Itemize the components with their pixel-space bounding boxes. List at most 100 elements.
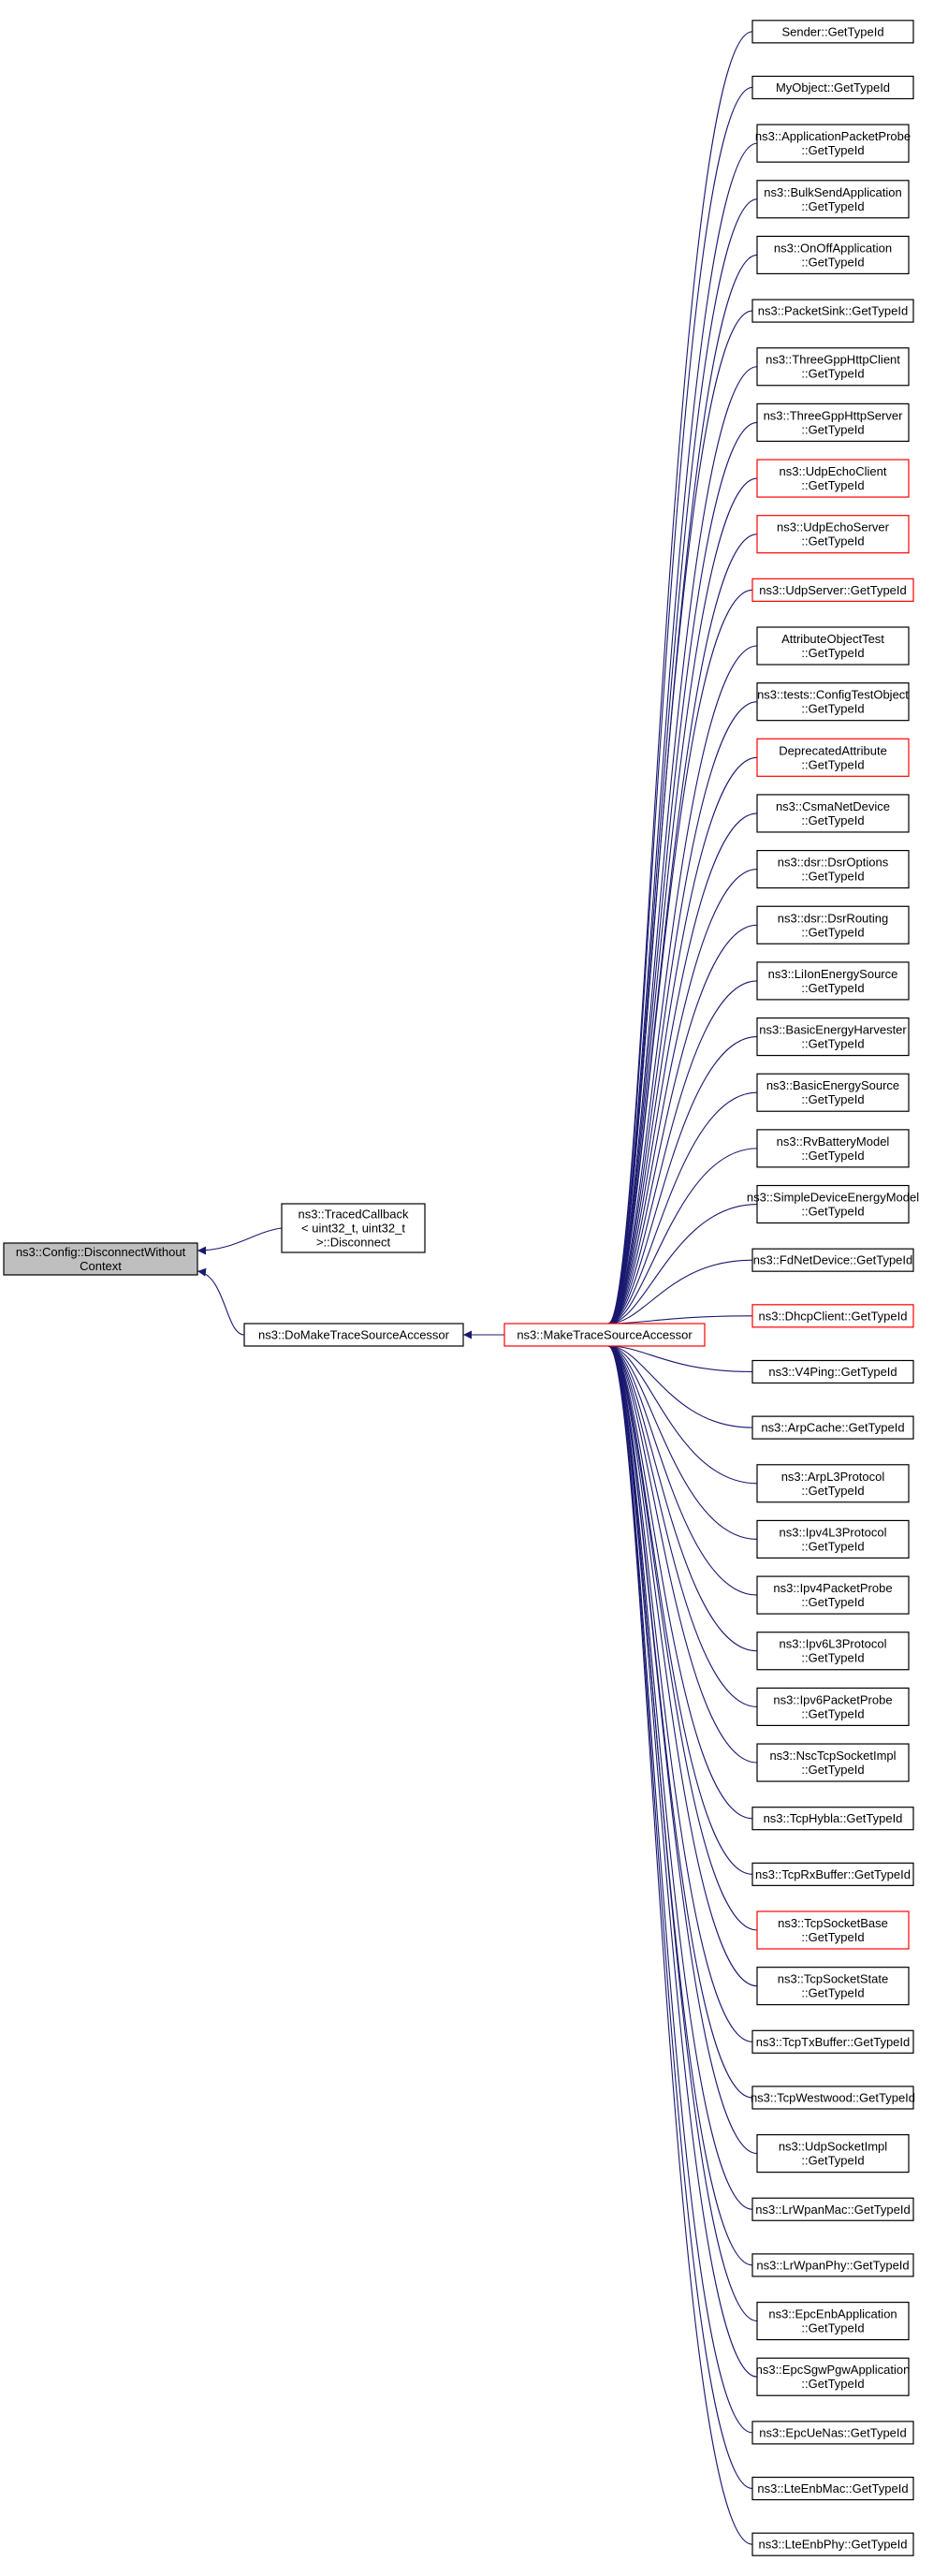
node-ns3-tcptxbuffer-gettypeid[interactable]: ns3::TcpTxBuffer::GetTypeId	[751, 2029, 914, 2054]
node-ns3-ipv4packetprobe-gettypeid-label: ::GetTypeId	[801, 1595, 864, 1609]
node-ns3-arpl3protocol-gettypeid[interactable]: ns3::ArpL3Protocol::GetTypeId	[756, 1464, 910, 1503]
node-ns3-threegpphttpserver-gettypeid-label: ::GetTypeId	[801, 422, 864, 436]
node-ns3-epcuenas-gettypeid-box	[751, 2421, 914, 2445]
node-ns3-dsr-dsroptions-gettypeid[interactable]: ns3::dsr::DsrOptions::GetTypeId	[756, 850, 910, 889]
node-ns3-rvbatterymodel-gettypeid[interactable]: ns3::RvBatteryModel::GetTypeId	[756, 1129, 910, 1168]
node-ns3-nsctcpsocketimpl-gettypeid[interactable]: ns3::NscTcpSocketImpl::GetTypeId	[756, 1743, 910, 1782]
node-ns3-tcprxbuffer-gettypeid-label: ns3::TcpRxBuffer::GetTypeId	[755, 1867, 911, 1881]
edge-ns3-epcsgwpgwapplication-gettypeid-to-hub	[607, 1341, 758, 2378]
node-ns3-ipv4packetprobe-gettypeid[interactable]: ns3::Ipv4PacketProbe::GetTypeId	[756, 1575, 910, 1615]
node-ns3-tests-configtestobject-gettypeid-label: ::GetTypeId	[801, 702, 864, 716]
node-sender-gettypeid-box	[751, 20, 914, 44]
node-ns3-lteenbmac-gettypeid[interactable]: ns3::LteEnbMac::GetTypeId	[751, 2476, 914, 2501]
node-ns3-ipv6l3protocol-gettypeid[interactable]: ns3::Ipv6L3Protocol::GetTypeId	[756, 1632, 910, 1671]
node-ns3-tests-configtestobject-gettypeid[interactable]: ns3::tests::ConfigTestObject::GetTypeId	[756, 682, 910, 722]
node-ns3-onoffapplication-gettypeid[interactable]: ns3::OnOffApplication::GetTypeId	[756, 235, 910, 275]
node-ns3-v4ping-gettypeid-label: ns3::V4Ping::GetTypeId	[768, 1365, 897, 1379]
node-ns3-epcsgwpgwapplication-gettypeid-box	[756, 2357, 910, 2396]
node-ns3-dhcpclient-gettypeid-box	[751, 1304, 914, 1328]
edge-deprecatedattribute-gettypeid-to-hub	[607, 756, 758, 1328]
node-ns3-ipv6l3protocol-gettypeid-label: ::GetTypeId	[801, 1651, 864, 1665]
node-ns3-lrwpanphy-gettypeid[interactable]: ns3::LrWpanPhy::GetTypeId	[751, 2253, 914, 2277]
node-ns3-arpcache-gettypeid[interactable]: ns3::ArpCache::GetTypeId	[751, 1415, 914, 1440]
node-ns3-threegpphttpclient-gettypeid[interactable]: ns3::ThreeGppHttpClient::GetTypeId	[756, 347, 910, 387]
edges	[197, 31, 758, 2545]
node-ns3-csmanetdevice-gettypeid[interactable]: ns3::CsmaNetDevice::GetTypeId	[756, 794, 910, 833]
node-ns3-v4ping-gettypeid-box	[751, 1359, 914, 1384]
node-myobject-gettypeid[interactable]: MyObject::GetTypeId	[751, 75, 914, 100]
node-ns3-udpsocketimpl-gettypeid-box	[756, 2134, 910, 2174]
node-ns3-tcphybla-gettypeid[interactable]: ns3::TcpHybla::GetTypeId	[751, 1807, 914, 1831]
node-ns3-lrwpanphy-gettypeid-label: ns3::LrWpanPhy::GetTypeId	[756, 2258, 909, 2272]
node-traced-callback-disconnect[interactable]: ns3::TracedCallback< uint32_t, uint32_t>…	[281, 1203, 426, 1253]
node-make-trace-source-accessor[interactable]: ns3::MakeTraceSourceAccessor	[503, 1323, 706, 1347]
node-ns3-ipv4packetprobe-gettypeid-label: ns3::Ipv4PacketProbe	[773, 1581, 892, 1595]
node-ns3-threegpphttpserver-gettypeid[interactable]: ns3::ThreeGppHttpServer::GetTypeId	[756, 402, 910, 442]
node-ns3-basicenergysource-gettypeid[interactable]: ns3::BasicEnergySource::GetTypeId	[756, 1073, 910, 1112]
node-ns3-simpledeviceenergymodel-gettypeid[interactable]: ns3::SimpleDeviceEnergyModel::GetTypeId	[747, 1184, 919, 1224]
node-ns3-basicenergyharvester-gettypeid-label: ::GetTypeId	[801, 1037, 864, 1051]
node-ns3-tcpsocketstate-gettypeid[interactable]: ns3::TcpSocketState::GetTypeId	[756, 1967, 910, 2006]
node-ns3-udpserver-gettypeid[interactable]: ns3::UdpServer::GetTypeId	[751, 578, 914, 602]
node-ns3-csmanetdevice-gettypeid-box	[756, 794, 910, 833]
node-ns3-ipv4l3protocol-gettypeid[interactable]: ns3::Ipv4L3Protocol::GetTypeId	[756, 1519, 910, 1559]
node-ns3-lteenbphy-gettypeid[interactable]: ns3::LteEnbPhy::GetTypeId	[751, 2532, 914, 2556]
node-ns3-udpsocketimpl-gettypeid[interactable]: ns3::UdpSocketImpl::GetTypeId	[756, 2134, 910, 2174]
edge-ns3-packetsink-gettypeid-to-hub	[607, 310, 753, 1328]
node-ns3-udpechoserver-gettypeid[interactable]: ns3::UdpEchoServer::GetTypeId	[756, 515, 910, 554]
node-ns3-basicenergyharvester-gettypeid-box	[756, 1017, 910, 1057]
node-ns3-udpechoclient-gettypeid-label: ns3::UdpEchoClient	[780, 464, 887, 478]
edge-ns3-lteenbphy-gettypeid-to-hub	[607, 1341, 753, 2545]
node-ns3-liionenergysource-gettypeid[interactable]: ns3::LiIonEnergySource::GetTypeId	[756, 961, 910, 1001]
node-attributeobjecttest-gettypeid[interactable]: AttributeObjectTest::GetTypeId	[756, 626, 910, 666]
edge-ns3-epcuenas-gettypeid-to-hub	[607, 1341, 753, 2434]
edge-ns3-udpsocketimpl-gettypeid-to-hub	[607, 1341, 758, 2155]
node-ns3-tcptxbuffer-gettypeid-label: ns3::TcpTxBuffer::GetTypeId	[756, 2035, 911, 2049]
node-myobject-gettypeid-label: MyObject::GetTypeId	[776, 80, 890, 95]
node-ns3-lrwpanmac-gettypeid[interactable]: ns3::LrWpanMac::GetTypeId	[751, 2197, 914, 2221]
node-ns3-epcsgwpgwapplication-gettypeid-label: ns3::EpcSgwPgwApplication	[756, 2363, 911, 2377]
node-ns3-ipv6packetprobe-gettypeid[interactable]: ns3::Ipv6PacketProbe::GetTypeId	[756, 1687, 910, 1726]
edge-ns3-fdnetdevice-gettypeid-to-hub	[607, 1259, 753, 1328]
edge-ns3-tcprxbuffer-gettypeid-to-hub	[607, 1341, 753, 1875]
node-ns3-lteenbphy-gettypeid-box	[751, 2532, 914, 2556]
node-ns3-dhcpclient-gettypeid[interactable]: ns3::DhcpClient::GetTypeId	[751, 1304, 914, 1328]
node-ns3-threegpphttpclient-gettypeid-label: ns3::ThreeGppHttpClient	[766, 353, 900, 367]
node-ns3-tcpsocketbase-gettypeid[interactable]: ns3::TcpSocketBase::GetTypeId	[756, 1910, 910, 1950]
node-sender-gettypeid[interactable]: Sender::GetTypeId	[751, 20, 914, 44]
node-ns3-simpledeviceenergymodel-gettypeid-label: ::GetTypeId	[801, 1205, 864, 1219]
node-domake-trace-source-accessor[interactable]: ns3::DoMakeTraceSourceAccessor	[243, 1323, 464, 1347]
node-ns3-rvbatterymodel-gettypeid-label: ns3::RvBatteryModel	[777, 1134, 890, 1149]
node-traced-callback-disconnect-label: >::Disconnect	[316, 1236, 391, 1250]
node-ns3-epcenbapplication-gettypeid[interactable]: ns3::EpcEnbApplication::GetTypeId	[756, 2301, 910, 2341]
node-ns3-udpechoclient-gettypeid[interactable]: ns3::UdpEchoClient::GetTypeId	[756, 459, 910, 498]
edge-ns3-arpcache-gettypeid-to-hub	[607, 1341, 753, 1428]
node-deprecatedattribute-gettypeid[interactable]: DeprecatedAttribute::GetTypeId	[756, 738, 910, 777]
node-ns3-applicationpacketprobe-gettypeid[interactable]: ns3::ApplicationPacketProbe::GetTypeId	[755, 124, 911, 163]
node-ns3-tcpsocketstate-gettypeid-label: ns3::TcpSocketState	[778, 1972, 889, 1986]
node-ns3-lrwpanphy-gettypeid-box	[751, 2253, 914, 2277]
node-ns3-dsr-dsrrouting-gettypeid[interactable]: ns3::dsr::DsrRouting::GetTypeId	[756, 905, 910, 944]
node-ns3-v4ping-gettypeid[interactable]: ns3::V4Ping::GetTypeId	[751, 1359, 914, 1384]
node-ns3-epcuenas-gettypeid[interactable]: ns3::EpcUeNas::GetTypeId	[751, 2421, 914, 2445]
node-ns3-dsr-dsroptions-gettypeid-label: ::GetTypeId	[801, 870, 864, 884]
edge-sender-gettypeid-to-hub	[607, 31, 753, 1328]
node-ns3-dsr-dsroptions-gettypeid-label: ns3::dsr::DsrOptions	[778, 856, 889, 870]
node-ns3-epcsgwpgwapplication-gettypeid[interactable]: ns3::EpcSgwPgwApplication::GetTypeId	[756, 2357, 911, 2396]
edge-ns3-dsr-dsroptions-gettypeid-to-hub	[607, 869, 758, 1328]
node-ns3-packetsink-gettypeid[interactable]: ns3::PacketSink::GetTypeId	[751, 299, 914, 323]
node-ns3-tcpwestwood-gettypeid[interactable]: ns3::TcpWestwood::GetTypeId	[751, 2086, 915, 2110]
node-ns3-arpcache-gettypeid-box	[751, 1415, 914, 1440]
node-ns3-fdnetdevice-gettypeid[interactable]: ns3::FdNetDevice::GetTypeId	[751, 1248, 914, 1272]
edge-ns3-ipv4l3protocol-gettypeid-to-hub	[607, 1341, 758, 1540]
node-ns3-udpechoserver-gettypeid-label: ::GetTypeId	[801, 534, 864, 549]
edge-ns3-tests-configtestobject-gettypeid-to-hub	[607, 701, 758, 1328]
node-ns3-ipv6l3protocol-gettypeid-box	[756, 1632, 910, 1671]
node-ns3-basicenergyharvester-gettypeid[interactable]: ns3::BasicEnergyHarvester::GetTypeId	[756, 1017, 910, 1057]
node-ns3-bulksendapplication-gettypeid[interactable]: ns3::BulkSendApplication::GetTypeId	[756, 180, 910, 219]
node-ns3-tcprxbuffer-gettypeid[interactable]: ns3::TcpRxBuffer::GetTypeId	[751, 1862, 914, 1886]
edge-ns3-lrwpanmac-gettypeid-to-hub	[607, 1341, 753, 2210]
edge-ns3-ipv6l3protocol-gettypeid-to-hub	[607, 1341, 758, 1652]
edge-ns3-ipv4packetprobe-gettypeid-to-hub	[607, 1341, 758, 1596]
